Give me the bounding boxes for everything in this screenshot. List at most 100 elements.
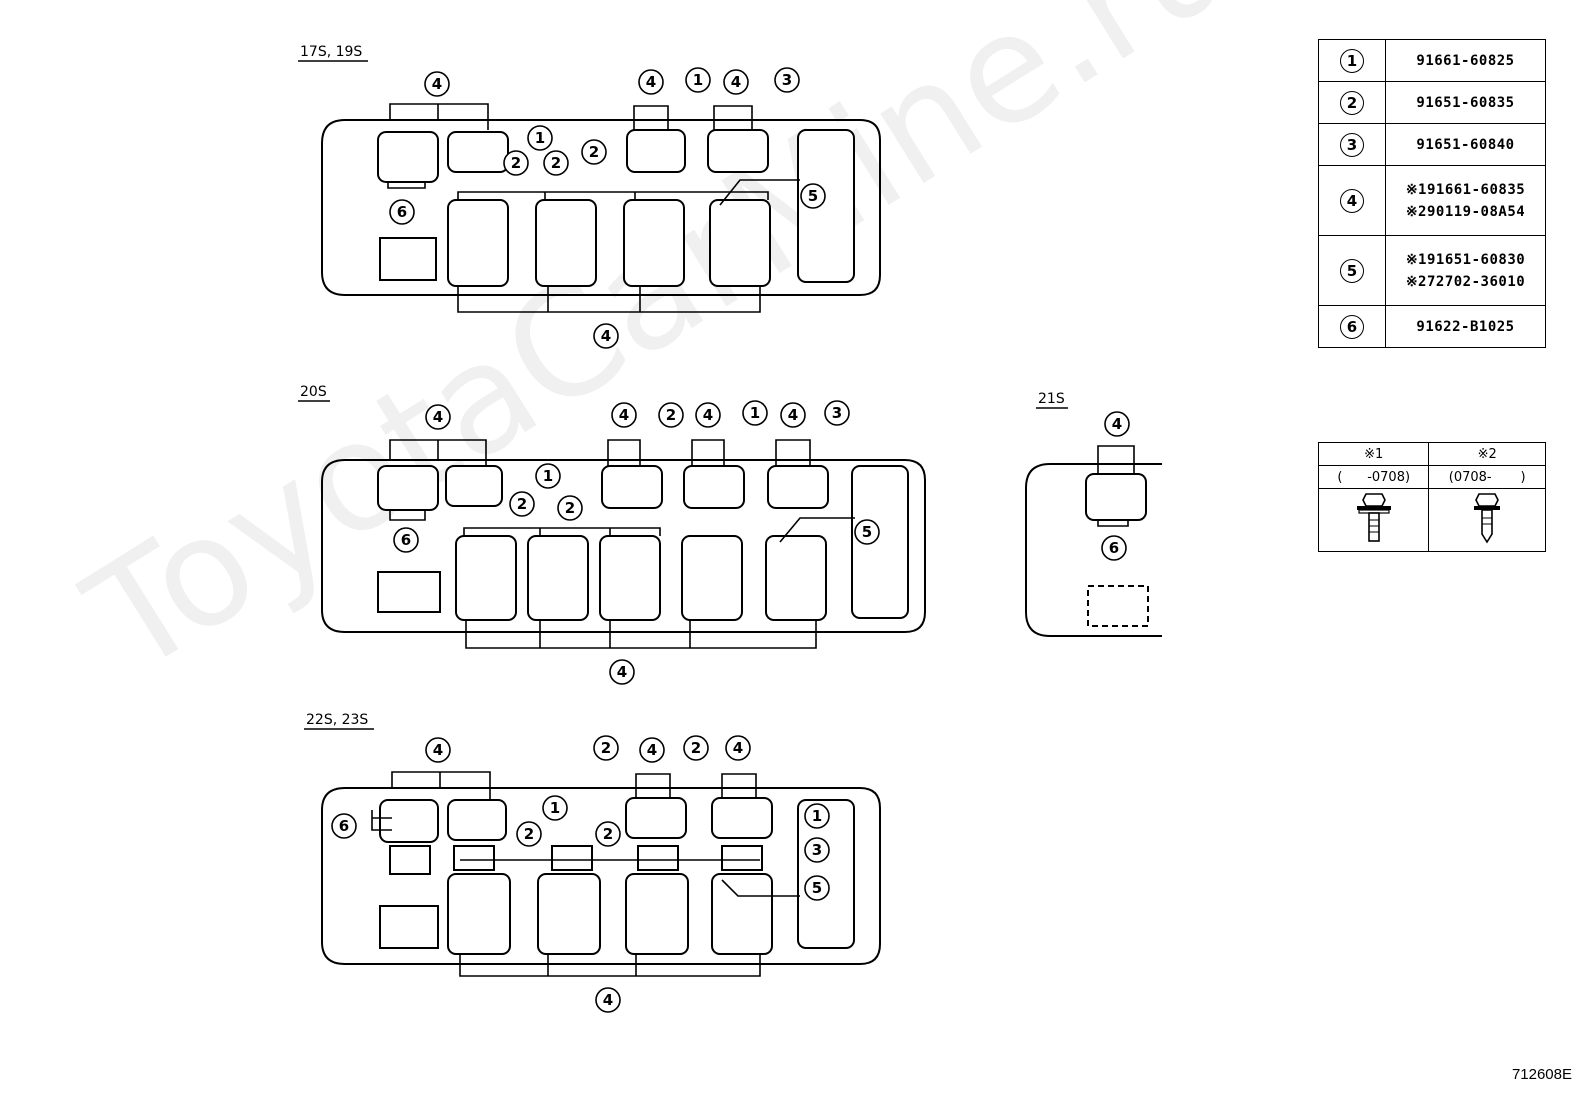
svg-text:2: 2 xyxy=(666,406,676,424)
seat-row2-a xyxy=(447,199,509,287)
floor-outline xyxy=(321,119,881,296)
svg-text:4: 4 xyxy=(647,741,657,759)
bracket-4 xyxy=(391,771,491,800)
seat-row2-c xyxy=(599,535,661,621)
part-ref-circle: 6 xyxy=(1340,314,1364,339)
bracket-2 xyxy=(463,527,661,536)
seat-row2-b xyxy=(535,199,597,287)
callout-2: 2 xyxy=(683,735,709,761)
svg-text:5: 5 xyxy=(808,187,818,205)
callout-2: 2 xyxy=(658,402,684,428)
section-label-21s: 21S xyxy=(1038,391,1065,407)
bracket-4 xyxy=(691,439,725,466)
section-label-22s-23s: 22S, 23S xyxy=(306,712,368,728)
callout-4: 4 xyxy=(780,402,806,428)
bracket-4 xyxy=(389,439,487,466)
seat-row1-a xyxy=(601,465,663,509)
callout-2: 2 xyxy=(516,821,542,847)
svg-text:3: 3 xyxy=(782,71,792,89)
callout-6: 6 xyxy=(389,199,415,225)
driver-seat xyxy=(379,799,439,843)
console-box xyxy=(1087,585,1149,627)
part-ref-circle: 4 xyxy=(1340,188,1364,213)
seat-row2-b xyxy=(537,873,601,955)
part-code: ※272702-36010 xyxy=(1405,273,1526,290)
seat-row1-b xyxy=(707,129,769,173)
svg-text:1: 1 xyxy=(812,807,822,825)
bracket-4 xyxy=(465,620,817,649)
svg-text:5: 5 xyxy=(812,879,822,897)
leader-5 xyxy=(721,879,800,897)
svg-text:2: 2 xyxy=(511,154,521,172)
callout-5: 5 xyxy=(854,519,880,545)
rear-bench xyxy=(851,465,909,619)
part-code: 91622-B1025 xyxy=(1416,318,1515,335)
driver-seat xyxy=(1085,473,1147,521)
callout-1: 1 xyxy=(742,400,768,426)
spacer-block xyxy=(637,845,679,871)
seat-row2-a xyxy=(455,535,517,621)
callout-4: 4 xyxy=(1104,411,1130,437)
front-seat xyxy=(445,465,503,507)
callout-4: 4 xyxy=(695,402,721,428)
part-code: ※191651-60830 xyxy=(1405,251,1526,268)
svg-text:4: 4 xyxy=(433,408,443,426)
part-ref-circle: 1 xyxy=(1340,48,1364,73)
svg-text:2: 2 xyxy=(601,739,611,757)
callout-3: 3 xyxy=(824,400,850,426)
svg-text:1: 1 xyxy=(550,799,560,817)
seat-row1-a xyxy=(626,129,686,173)
part-code: 91661-60825 xyxy=(1416,52,1515,69)
callout-2: 2 xyxy=(503,150,529,176)
svg-text:4: 4 xyxy=(601,327,611,345)
parts-legend-table: 1 91661-60825 2 91651-60835 3 91651-6084… xyxy=(1318,39,1546,348)
bracket-4 xyxy=(635,773,671,798)
svg-text:4: 4 xyxy=(433,741,443,759)
callout-3: 3 xyxy=(804,837,830,863)
callout-2: 2 xyxy=(581,139,607,165)
callout-3: 3 xyxy=(774,67,800,93)
callout-2: 2 xyxy=(509,491,535,517)
svg-text:6: 6 xyxy=(339,817,349,835)
part-ref-circle: 5 xyxy=(1340,258,1364,283)
part-row-1: 1 91661-60825 xyxy=(1318,39,1546,82)
seat-row1-b xyxy=(711,797,773,839)
callout-6: 6 xyxy=(393,527,419,553)
spacer-block xyxy=(551,845,593,871)
front-console xyxy=(389,845,431,875)
bracket-6 xyxy=(389,510,426,521)
svg-text:2: 2 xyxy=(603,825,613,843)
part-ref-circle: 2 xyxy=(1340,90,1364,115)
callout-4: 4 xyxy=(425,404,451,430)
period-range-2: (0708- ) xyxy=(1428,465,1546,489)
callout-1: 1 xyxy=(685,67,711,93)
svg-text:2: 2 xyxy=(565,499,575,517)
bracket-4 xyxy=(775,439,811,466)
leader-5 xyxy=(779,517,855,543)
svg-text:2: 2 xyxy=(517,495,527,513)
svg-text:3: 3 xyxy=(832,404,842,422)
svg-text:1: 1 xyxy=(535,129,545,147)
callout-2: 2 xyxy=(557,495,583,521)
callout-4: 4 xyxy=(424,71,450,97)
callout-4: 4 xyxy=(611,402,637,428)
svg-text:4: 4 xyxy=(646,73,656,91)
seat-row2-c xyxy=(625,873,689,955)
part-row-6: 6 91622-B1025 xyxy=(1318,305,1546,348)
period-header-2: ※2 xyxy=(1428,442,1546,466)
svg-text:6: 6 xyxy=(397,203,407,221)
callout-4: 4 xyxy=(725,735,751,761)
svg-text:1: 1 xyxy=(693,71,703,89)
flange-bolt-icon xyxy=(1474,493,1501,544)
svg-text:4: 4 xyxy=(733,739,743,757)
callout-1: 1 xyxy=(527,125,553,151)
callout-4: 4 xyxy=(595,987,621,1013)
part-row-3: 3 91651-60840 xyxy=(1318,123,1546,166)
part-ref-circle: 3 xyxy=(1340,132,1364,157)
svg-text:1: 1 xyxy=(750,404,760,422)
svg-text:2: 2 xyxy=(551,154,561,172)
svg-text:3: 3 xyxy=(812,841,822,859)
svg-text:4: 4 xyxy=(1112,415,1122,433)
seat-row1-c xyxy=(767,465,829,509)
callout-2: 2 xyxy=(543,150,569,176)
